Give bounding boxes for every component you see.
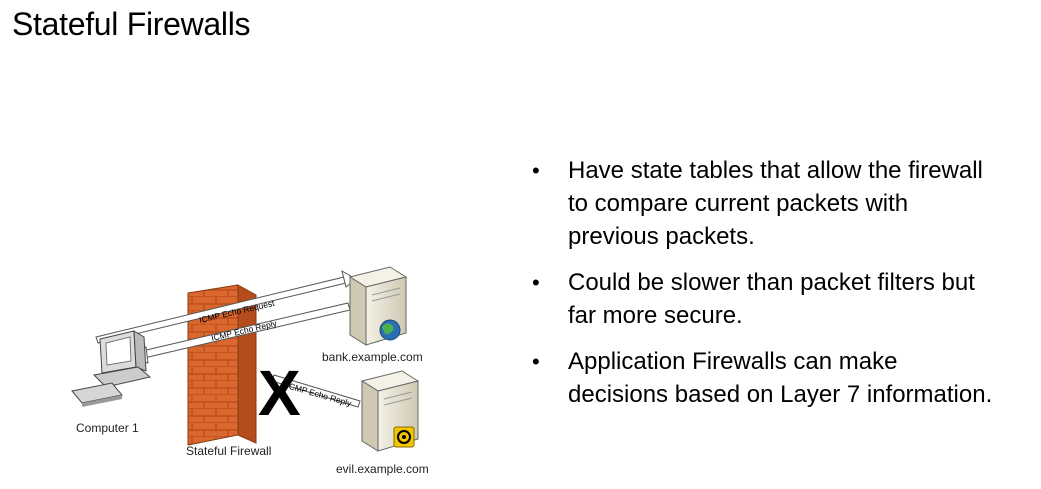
bullet-dot: • — [532, 270, 540, 295]
bullet-text: Application Firewalls can make decisions… — [568, 348, 993, 408]
blocked-reply-arrow — [271, 374, 361, 408]
bullet-text: Have state tables that allow the firewal… — [568, 157, 983, 250]
firewall-wall-icon — [187, 284, 257, 446]
globe-icon — [379, 319, 401, 341]
bullet-text: Could be slower than packet filters but … — [568, 269, 975, 329]
blocked-x-mark: X — [258, 357, 301, 429]
firewall-label: Stateful Firewall — [186, 444, 271, 458]
bullet-item: • Application Firewalls can make decisio… — [532, 345, 1002, 411]
bullet-list: • Have state tables that allow the firew… — [532, 154, 1002, 424]
slide-title: Stateful Firewalls — [12, 6, 251, 42]
computer-icon — [71, 330, 152, 407]
bank-label: bank.example.com — [322, 350, 423, 364]
bullet-dot: • — [532, 349, 540, 374]
bullet-item: • Could be slower than packet filters bu… — [532, 266, 1002, 332]
bullet-item: • Have state tables that allow the firew… — [532, 154, 1002, 253]
icmp-request-arrow — [95, 269, 357, 344]
firewall-diagram: ICMP Echo Request ICMP Echo Reply ICMP E… — [71, 266, 429, 476]
biohazard-icon — [393, 426, 415, 448]
bullet-dot: • — [532, 158, 540, 183]
evil-label: evil.example.com — [336, 462, 429, 476]
computer-label: Computer 1 — [76, 421, 139, 435]
